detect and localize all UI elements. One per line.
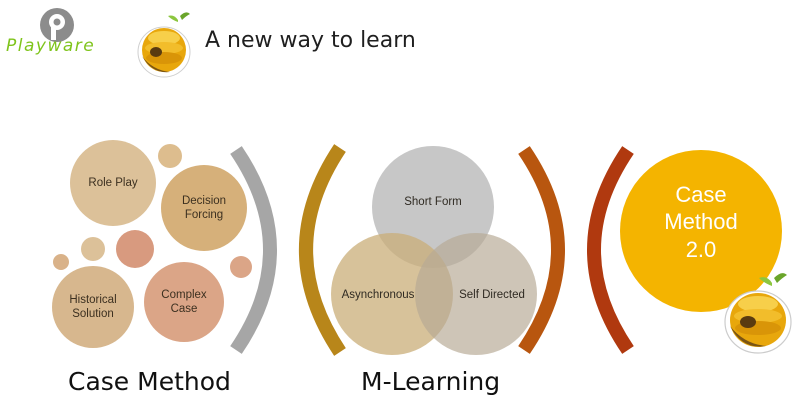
role-play-label: Role Play	[88, 176, 138, 189]
small-circle	[116, 230, 154, 268]
m-learning-title: M-Learning	[361, 367, 501, 396]
complex-case-circle: Complex Case	[144, 262, 224, 342]
self-directed-label: Self Directed	[459, 289, 525, 301]
playware-logo-icon	[38, 6, 76, 44]
decision-forcing-circle: Decision Forcing	[161, 165, 247, 251]
asynchronous-label: Asynchronous	[341, 289, 415, 301]
historical-solution-circle: Historical Solution	[52, 266, 134, 348]
small-circle	[158, 144, 182, 168]
case-method-title: Case Method	[68, 367, 231, 396]
small-circle	[230, 256, 252, 278]
beehive-icon	[722, 270, 796, 356]
small-circle	[53, 254, 69, 270]
short-form-label: Short Form	[404, 196, 462, 208]
playware-logo-text: Playware	[6, 36, 96, 56]
gray-bracket-arc	[230, 146, 277, 354]
beehive-icon	[136, 10, 196, 82]
case-method-2-circle: Case Method 2.0	[620, 150, 782, 312]
historical-solution-label: Historical Solution	[69, 293, 117, 320]
complex-case-label: Complex Case	[161, 288, 207, 315]
case-method-2-label: Case Method 2.0	[664, 181, 738, 262]
role-play-circle: Role Play	[70, 140, 156, 226]
gold-bracket-arc	[299, 144, 346, 356]
rust-bracket-arc-1	[518, 146, 565, 354]
decision-forcing-label: Decision Forcing	[181, 194, 227, 221]
small-circle	[81, 237, 105, 261]
tagline: A new way to learn	[205, 28, 416, 53]
